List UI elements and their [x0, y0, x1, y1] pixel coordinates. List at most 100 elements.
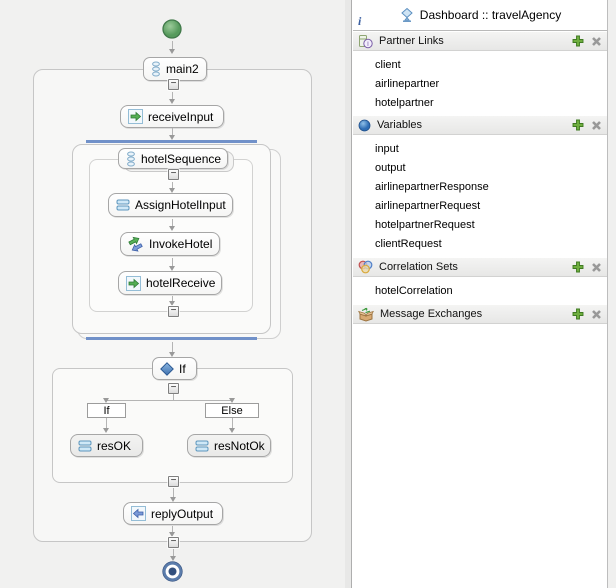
add-button[interactable] — [571, 119, 584, 132]
flow-arrowhead — [169, 226, 175, 231]
branch-label-text: Else — [221, 404, 243, 417]
assign-icon — [78, 440, 92, 452]
flow-line — [172, 128, 173, 135]
flow-line — [172, 219, 173, 226]
correlation-sets-list: hotelCorrelation — [353, 277, 607, 304]
list-item[interactable]: hotelCorrelation — [375, 285, 453, 297]
activity-node-hotelReceive[interactable]: hotelReceive — [118, 271, 222, 295]
collapse-toggle[interactable]: − — [168, 306, 179, 317]
list-item[interactable]: input — [375, 143, 399, 155]
reply-icon — [131, 506, 146, 521]
activity-node-replyOutput[interactable]: replyOutput — [123, 502, 223, 525]
message-exchanges-list — [353, 324, 607, 588]
flow-arrowhead — [169, 532, 175, 537]
dashboard-icon — [399, 7, 415, 23]
flow-line — [172, 92, 173, 99]
activity-node-AssignHotelInput[interactable]: AssignHotelInput — [108, 193, 233, 217]
activity-label: If — [179, 361, 186, 376]
branch-line — [106, 400, 232, 401]
section-header-correlation-sets[interactable]: Correlation Sets — [353, 257, 607, 277]
section-header-partner-links[interactable]: I Partner Links — [353, 31, 607, 51]
flow-line — [172, 258, 173, 266]
process-diagram-canvas[interactable]: main2 − receiveInput — [0, 0, 345, 588]
flow-line — [106, 418, 107, 428]
remove-button[interactable] — [590, 35, 603, 48]
remove-button[interactable] — [590, 261, 603, 274]
section-header-message-exchanges[interactable]: Message Exchanges — [353, 304, 607, 324]
list-item[interactable]: airlinepartnerRequest — [375, 200, 481, 212]
list-item[interactable]: hotelpartner — [375, 97, 434, 109]
collapse-toggle[interactable]: − — [168, 537, 179, 548]
flow-arrowhead — [169, 99, 175, 104]
flow-line — [172, 526, 173, 532]
activity-node-InvokeHotel[interactable]: InvokeHotel — [120, 232, 220, 256]
flow-arrowhead — [169, 301, 175, 306]
activity-label: main2 — [166, 62, 199, 76]
list-item[interactable]: airlinepartner — [375, 78, 440, 90]
panel-title-bar: Dashboard :: travelAgency i — [353, 0, 607, 31]
section-label: Message Exchanges — [380, 308, 483, 320]
activity-label: AssignHotelInput — [135, 198, 226, 212]
section-header-variables[interactable]: Variables — [353, 115, 607, 135]
flow-line — [232, 418, 233, 428]
flow-line — [172, 182, 173, 188]
activity-label: replyOutput — [151, 506, 214, 521]
activity-node-resNotOk[interactable]: resNotOk — [187, 434, 271, 457]
activity-node-receiveInput[interactable]: receiveInput — [120, 105, 224, 128]
start-node[interactable] — [162, 19, 182, 44]
activity-node-hotelSequence[interactable]: hotelSequence — [118, 148, 228, 169]
activity-node-If[interactable]: If — [152, 357, 197, 380]
scope-selection-top-edge — [86, 140, 257, 143]
add-button[interactable] — [571, 261, 584, 274]
activity-label: resOK — [97, 438, 132, 453]
flow-arrowhead — [169, 49, 175, 54]
dashboard-panel: Dashboard :: travelAgency i I Partner Li… — [353, 0, 607, 588]
collapse-toggle[interactable]: − — [168, 169, 179, 180]
panel-right-edge — [607, 0, 616, 588]
collapse-toggle[interactable]: − — [168, 476, 179, 487]
message-exchange-icon — [358, 307, 374, 322]
flow-line — [172, 296, 173, 301]
variable-icon — [358, 119, 371, 132]
sequence-icon — [126, 151, 136, 167]
list-item[interactable]: hotelpartnerRequest — [375, 219, 475, 231]
flow-line — [173, 549, 174, 556]
collapse-toggle[interactable]: − — [168, 383, 179, 394]
activity-label: receiveInput — [148, 109, 214, 124]
flow-arrowhead — [103, 428, 109, 433]
scope-selection-bottom-edge — [86, 337, 257, 340]
if-branch-label[interactable]: If — [87, 403, 126, 418]
flow-arrowhead — [170, 556, 176, 561]
section-label: Partner Links — [379, 35, 444, 47]
collapse-toggle[interactable]: − — [168, 79, 179, 90]
list-item[interactable]: client — [375, 59, 401, 71]
flow-arrowhead — [169, 352, 175, 357]
flow-arrowhead — [229, 398, 235, 403]
assign-icon — [116, 199, 130, 211]
list-item[interactable]: output — [375, 162, 406, 174]
list-item[interactable]: airlinepartnerResponse — [375, 181, 489, 193]
activity-node-resOK[interactable]: resOK — [70, 434, 143, 457]
remove-button[interactable] — [590, 308, 603, 321]
else-branch-label[interactable]: Else — [205, 403, 259, 418]
correlation-set-icon — [358, 260, 373, 274]
branch-label-text: If — [103, 404, 110, 417]
end-circle-icon — [162, 561, 183, 582]
flow-arrowhead — [169, 135, 175, 140]
variables-list: input output airlinepartnerResponse airl… — [353, 135, 607, 257]
add-button[interactable] — [571, 308, 584, 321]
list-item[interactable]: clientRequest — [375, 238, 442, 250]
panel-splitter[interactable] — [345, 0, 352, 588]
add-button[interactable] — [571, 35, 584, 48]
activity-label: InvokeHotel — [149, 237, 213, 251]
section-label: Variables — [377, 119, 423, 131]
end-node[interactable] — [162, 561, 183, 587]
flow-line — [172, 342, 173, 352]
branch-line — [173, 394, 174, 401]
remove-button[interactable] — [590, 119, 603, 132]
start-circle-icon — [162, 19, 182, 39]
receive-icon — [128, 109, 143, 124]
flow-arrowhead — [103, 398, 109, 403]
assign-icon — [195, 440, 209, 452]
